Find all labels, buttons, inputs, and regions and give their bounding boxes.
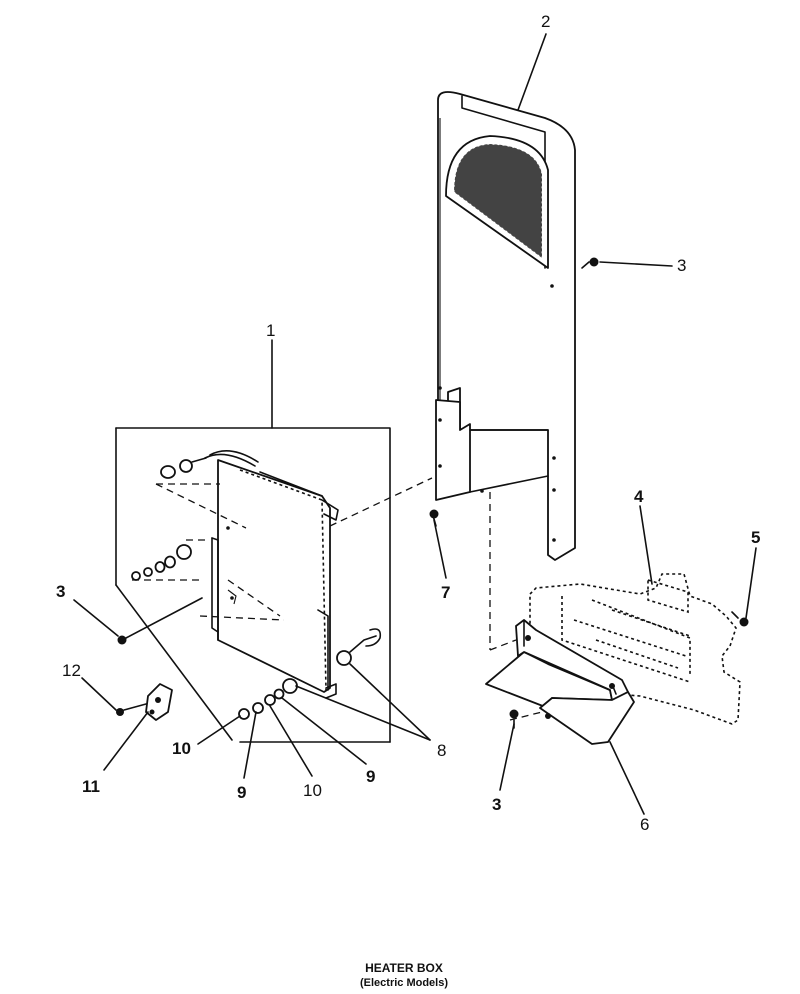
- heater-assembly-bracket: [115, 339, 391, 743]
- insulator-icon: [282, 628, 382, 694]
- callout-3-left: 3: [56, 582, 65, 601]
- callout-1: 1: [266, 321, 275, 340]
- callout-9-left: 9: [237, 783, 246, 802]
- callout-2: 2: [541, 12, 550, 31]
- callout-5: 5: [751, 528, 760, 547]
- diagram-title: HEATER BOX: [365, 961, 443, 975]
- leader-lines: [73, 33, 757, 815]
- callout-9-right: 9: [366, 767, 375, 786]
- callout-labels: 2 3 1 4 5 7 3 12 10 8 9 11 9 10 3 6: [56, 12, 760, 834]
- callout-12: 12: [62, 661, 81, 680]
- callout-3-top: 3: [677, 256, 686, 275]
- heater-element-plate: [204, 450, 339, 699]
- assembly-dashed-lines: [132, 477, 543, 721]
- nut-icon: [238, 688, 285, 720]
- insulator-icon: [160, 457, 207, 479]
- callout-10-mid: 10: [303, 781, 322, 800]
- callout-8: 8: [437, 741, 446, 760]
- screw-icon: [116, 703, 147, 716]
- callout-6: 6: [640, 815, 649, 834]
- screw-icon: [581, 257, 599, 269]
- screw-icon: [117, 597, 203, 645]
- support-bracket-dashed: [529, 573, 741, 725]
- callout-4: 4: [634, 487, 644, 506]
- bottom-bracket: [485, 619, 635, 745]
- terminal-block-icon: [145, 683, 173, 721]
- washer-icon: [131, 544, 192, 581]
- rear-panel: [435, 91, 576, 561]
- callout-7: 7: [441, 583, 450, 602]
- callout-10-left: 10: [172, 739, 191, 758]
- diagram-subtitle: (Electric Models): [360, 977, 448, 989]
- screw-icon: [731, 611, 749, 627]
- callout-11: 11: [82, 777, 100, 796]
- callout-3-bottom: 3: [492, 795, 501, 814]
